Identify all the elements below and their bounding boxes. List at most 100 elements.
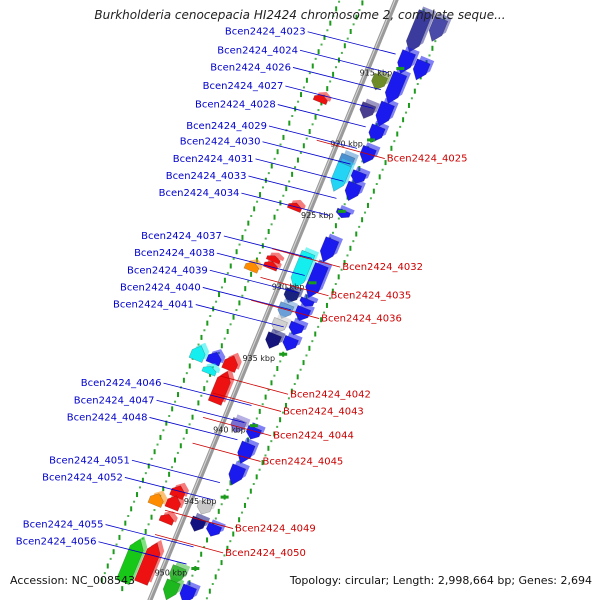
- forward-gene-label: Bcen2424_4051: [49, 455, 130, 466]
- tick-mark: [343, 203, 346, 206]
- gene-body: [196, 499, 213, 515]
- tick-mark: [308, 72, 311, 75]
- forward-gene-label: Bcen2424_4046: [81, 378, 162, 389]
- gene-body: [344, 180, 363, 202]
- forward-label-leader: [124, 477, 213, 501]
- tick-mark: [147, 523, 150, 526]
- tick-mark: [358, 225, 361, 228]
- tick-mark: [276, 425, 279, 428]
- tick-mark: [302, 360, 305, 366]
- tick-mark: [305, 354, 308, 357]
- forward-gene-label: Bcen2424_4029: [186, 121, 267, 132]
- reverse-gene-label: Bcen2424_4049: [235, 524, 316, 535]
- tick-mark: [358, 9, 361, 12]
- tick-mark: [253, 206, 256, 212]
- tick-mark: [258, 468, 261, 471]
- kbp-scale-label: 935 kbp: [242, 354, 275, 363]
- reverse-gene: [312, 92, 332, 106]
- tick-mark: [176, 451, 179, 454]
- reverse-label-leader: [154, 534, 224, 554]
- gene-body: [201, 366, 217, 377]
- tick-mark: [250, 214, 253, 217]
- tick-mark: [302, 86, 305, 89]
- label-layer: Bcen2424_4023Bcen2424_4024Bcen2424_4026B…: [16, 27, 467, 565]
- reverse-gene-label: Bcen2424_4044: [273, 431, 354, 442]
- tick-mark: [413, 88, 416, 94]
- tick-mark: [332, 71, 335, 77]
- tick-mark: [203, 329, 206, 332]
- gene-body: [305, 261, 329, 299]
- tick-mark: [291, 171, 294, 177]
- forward-gene: [344, 177, 366, 202]
- tick-mark: [246, 497, 249, 500]
- reverse-gene-label: Bcen2424_4032: [342, 262, 423, 273]
- tick-mark: [323, 311, 326, 314]
- gene-body: [133, 542, 161, 586]
- tick-mark: [150, 514, 153, 520]
- forward-gene: [228, 460, 250, 486]
- tick-mark: [410, 97, 413, 100]
- kbp-major-tick: [367, 138, 376, 142]
- tick-mark: [431, 45, 434, 51]
- tick-mark: [226, 328, 229, 334]
- tick-mark: [206, 380, 209, 383]
- forward-gene: [384, 67, 411, 105]
- tick-mark: [203, 386, 206, 392]
- tick-mark: [144, 472, 147, 475]
- tick-mark: [372, 188, 375, 194]
- reverse-gene-label: Bcen2424_4042: [290, 389, 371, 400]
- tick-mark: [332, 14, 335, 17]
- tick-mark: [270, 440, 273, 443]
- tick-mark: [308, 128, 311, 134]
- tick-mark: [165, 420, 168, 426]
- tick-mark: [214, 517, 217, 520]
- forward-gene: [305, 259, 333, 299]
- kbp-major-tick: [279, 352, 288, 356]
- tick-mark: [273, 214, 276, 220]
- tick-mark: [428, 54, 431, 57]
- forward-label-leader: [255, 158, 344, 182]
- tick-mark: [243, 502, 246, 508]
- kbp-major-tick: [220, 495, 229, 499]
- tick-mark: [173, 457, 176, 463]
- forward-label-leader: [307, 31, 396, 55]
- forward-gene-label: Bcen2424_4023: [225, 27, 306, 38]
- tick-mark: [223, 277, 226, 283]
- forward-label-leader: [105, 524, 194, 548]
- reverse-label-leader: [212, 392, 282, 412]
- gene-body: [237, 440, 256, 465]
- tick-mark: [279, 417, 282, 423]
- tick-mark: [255, 474, 258, 480]
- gene-body: [230, 416, 247, 434]
- tick-mark: [203, 546, 206, 549]
- kbp-major-tick: [191, 567, 200, 571]
- tick-mark: [247, 280, 250, 283]
- gene-body: [277, 301, 295, 319]
- tick-mark: [314, 57, 317, 60]
- forward-gene: [282, 332, 303, 352]
- gene-body: [368, 123, 386, 143]
- tick-mark: [361, 160, 364, 163]
- tick-mark: [171, 406, 174, 412]
- tick-mark: [346, 37, 349, 40]
- gene-body: [205, 521, 223, 537]
- tick-mark: [144, 528, 147, 534]
- tick-mark: [217, 568, 220, 571]
- tick-mark: [334, 283, 337, 286]
- kbp-scale-label: 950 kbp: [155, 568, 188, 577]
- gene-body: [188, 345, 206, 364]
- forward-gene: [288, 317, 309, 336]
- tick-mark: [331, 231, 334, 234]
- tick-mark: [346, 254, 349, 257]
- forward-gene: [375, 97, 399, 127]
- forward-gene-label: Bcen2424_4026: [210, 62, 291, 73]
- tick-mark: [325, 302, 328, 308]
- forward-gene: [162, 575, 185, 600]
- tick-mark: [399, 125, 402, 128]
- tick-mark: [232, 531, 235, 537]
- forward-gene-label: Bcen2424_4041: [113, 300, 194, 311]
- tick-mark: [179, 443, 182, 449]
- tick-mark: [329, 80, 332, 83]
- forward-gene: [319, 233, 343, 263]
- gene-shadow: [317, 92, 332, 102]
